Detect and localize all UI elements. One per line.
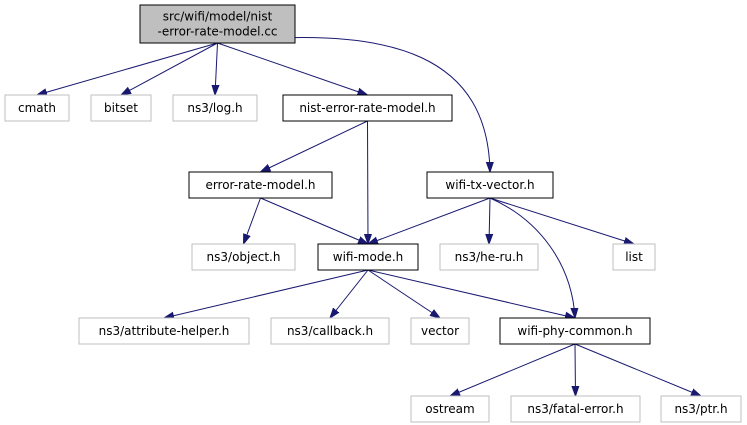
node-label: ns3/ptr.h xyxy=(674,402,727,416)
node-box xyxy=(172,94,258,122)
node-mode[interactable]: wifi-mode.h xyxy=(317,243,419,271)
node-label: ostream xyxy=(425,402,474,416)
node-box xyxy=(188,171,333,199)
node-box xyxy=(410,317,470,345)
node-box xyxy=(4,94,70,122)
edge-txvector-to-list xyxy=(489,197,634,244)
node-label: ns3/attribute-helper.h xyxy=(99,324,230,338)
node-label: wifi-tx-vector.h xyxy=(445,178,534,192)
node-label: ns3/object.h xyxy=(207,250,281,264)
node-box xyxy=(439,243,539,271)
node-box xyxy=(499,317,651,345)
node-box xyxy=(90,94,152,122)
node-label: wifi-mode.h xyxy=(333,250,404,264)
node-label: cmath xyxy=(18,101,56,115)
node-box xyxy=(410,395,490,423)
edge-nist-to-mode xyxy=(368,120,369,244)
node-box xyxy=(660,395,742,423)
node-label: list xyxy=(625,250,643,264)
node-cmath: cmath xyxy=(4,94,70,122)
edge-nist-to-errmodel xyxy=(261,120,368,172)
node-box xyxy=(282,94,453,122)
node-label: vector xyxy=(421,324,459,338)
node-label: ns3/fatal-error.h xyxy=(527,402,623,416)
edge-mode-to-phycommon xyxy=(367,269,575,318)
nodes: src/wifi/model/nist-error-rate-model.cc c… xyxy=(4,4,742,423)
node-label: ns3/callback.h xyxy=(287,324,373,338)
node-label: ns3/log.h xyxy=(187,101,242,115)
edge-root-to-ns3log xyxy=(215,42,218,95)
edge-mode-to-vector xyxy=(367,269,440,318)
node-heru: ns3/he-ru.h xyxy=(439,243,539,271)
node-label: bitset xyxy=(104,101,138,115)
node-ptr: ns3/ptr.h xyxy=(660,395,742,423)
edge-root-to-cmath xyxy=(37,42,218,95)
edge-errmodel-to-mode xyxy=(260,197,369,244)
node-label: -error-rate-model.cc xyxy=(157,25,277,39)
node-box xyxy=(78,317,250,345)
node-box xyxy=(139,4,296,44)
node-attr: ns3/attribute-helper.h xyxy=(78,317,250,345)
node-root[interactable]: src/wifi/model/nist-error-rate-model.cc xyxy=(139,4,296,44)
edge-root-to-bitset xyxy=(121,42,218,95)
edge-phycommon-to-ostream xyxy=(450,343,576,396)
node-label: error-rate-model.h xyxy=(205,178,315,192)
node-callback: ns3/callback.h xyxy=(270,317,390,345)
edge-phycommon-to-fatal xyxy=(575,343,576,396)
node-nist[interactable]: nist-error-rate-model.h xyxy=(282,94,453,122)
node-fatal: ns3/fatal-error.h xyxy=(510,395,641,423)
node-txvector[interactable]: wifi-tx-vector.h xyxy=(426,171,554,199)
node-box xyxy=(191,243,296,271)
node-box xyxy=(426,171,554,199)
edge-mode-to-attr xyxy=(164,269,369,318)
edge-root-to-nist xyxy=(217,42,368,95)
node-vector: vector xyxy=(410,317,470,345)
edge-mode-to-callback xyxy=(330,269,369,318)
edge-txvector-to-phycommon xyxy=(489,197,575,318)
node-box xyxy=(510,395,641,423)
node-box xyxy=(270,317,390,345)
node-object: ns3/object.h xyxy=(191,243,296,271)
node-label: nist-error-rate-model.h xyxy=(299,101,435,115)
node-box xyxy=(612,243,656,271)
edges xyxy=(37,37,701,396)
edge-errmodel-to-object xyxy=(244,197,261,244)
node-label: ns3/he-ru.h xyxy=(455,250,524,264)
node-ns3log: ns3/log.h xyxy=(172,94,258,122)
node-ostream: ostream xyxy=(410,395,490,423)
node-box xyxy=(317,243,419,271)
node-phycommon[interactable]: wifi-phy-common.h xyxy=(499,317,651,345)
node-label: src/wifi/model/nist xyxy=(163,10,273,24)
edge-txvector-to-heru xyxy=(489,197,490,244)
edge-phycommon-to-ptr xyxy=(574,343,701,396)
edge-txvector-to-mode xyxy=(368,197,491,244)
node-list: list xyxy=(612,243,656,271)
node-errmodel[interactable]: error-rate-model.h xyxy=(188,171,333,199)
node-label: wifi-phy-common.h xyxy=(517,324,632,338)
node-bitset: bitset xyxy=(90,94,152,122)
